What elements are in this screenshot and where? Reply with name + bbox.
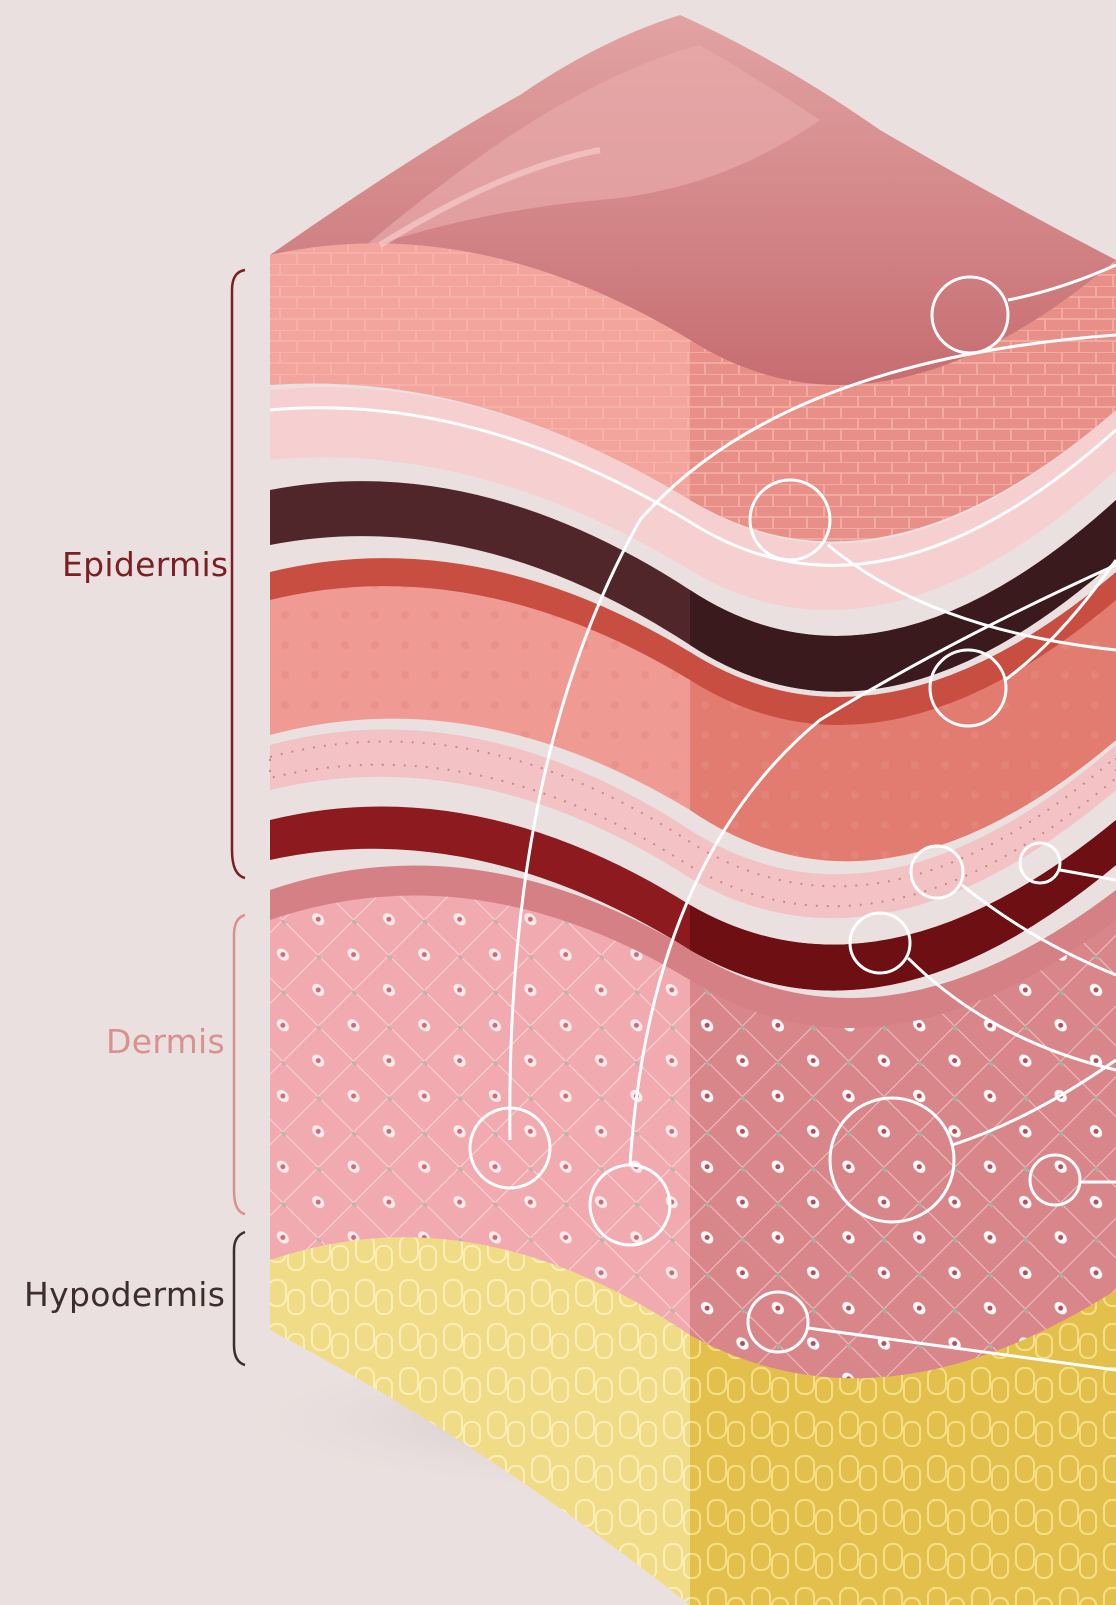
hypodermis-label: Hypodermis bbox=[24, 1275, 225, 1314]
dermis-bracket bbox=[234, 915, 245, 1214]
corneum-layer bbox=[270, 15, 1116, 541]
dermis-label: Dermis bbox=[106, 1022, 225, 1061]
epidermis-bracket bbox=[232, 270, 245, 878]
hypodermis-bracket bbox=[234, 1232, 245, 1365]
brackets bbox=[232, 270, 245, 1365]
epidermis-label: Epidermis bbox=[62, 545, 228, 584]
